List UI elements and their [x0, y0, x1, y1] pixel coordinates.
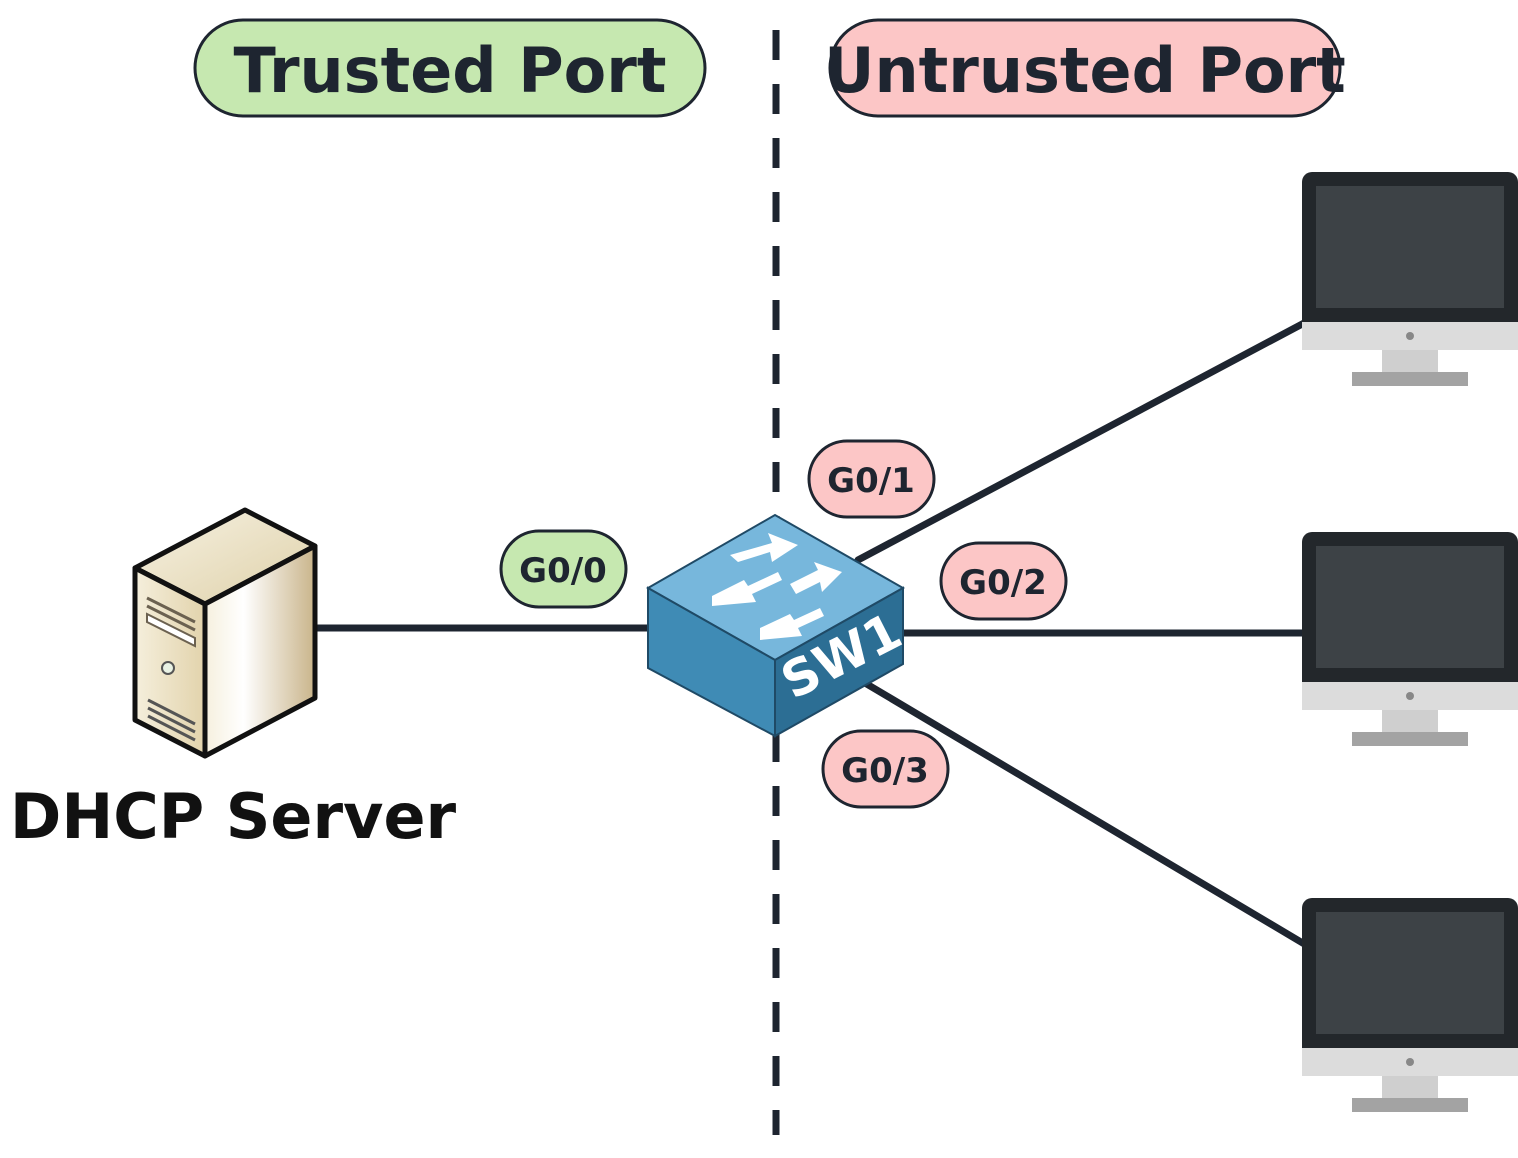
- trusted-port-zone-label: Trusted Port: [193, 18, 707, 118]
- dhcp-server-icon: [132, 507, 318, 759]
- switch-sw1-icon: SW1: [645, 513, 911, 738]
- port-label-g0-3: G0/3: [841, 751, 929, 791]
- client-pc-3-monitor-icon: [1302, 898, 1518, 1112]
- port-badge-g0-3: G0/3: [821, 729, 950, 809]
- port-badge-g0-2: G0/2: [939, 541, 1068, 621]
- switch-arrows-icon: [712, 533, 842, 640]
- trusted-port-text: Trusted Port: [233, 34, 666, 107]
- port-badge-g0-0: G0/0: [499, 529, 628, 609]
- dhcp-server-label: DHCP Server: [10, 780, 457, 853]
- port-badge-g0-1: G0/1: [807, 439, 936, 519]
- port-label-g0-1: G0/1: [827, 461, 915, 501]
- port-label-g0-0: G0/0: [519, 551, 607, 591]
- link-sw1-g0-3-to-pc3: [861, 679, 1310, 949]
- untrusted-port-zone-label: Untrusted Port: [824, 18, 1346, 118]
- network-links: [308, 318, 1310, 949]
- link-sw1-g0-1-to-pc1: [854, 318, 1310, 564]
- untrusted-port-text: Untrusted Port: [824, 34, 1346, 107]
- port-label-g0-2: G0/2: [959, 563, 1047, 603]
- client-pc-1-monitor-icon: [1302, 172, 1518, 386]
- client-pc-2-monitor-icon: [1302, 532, 1518, 746]
